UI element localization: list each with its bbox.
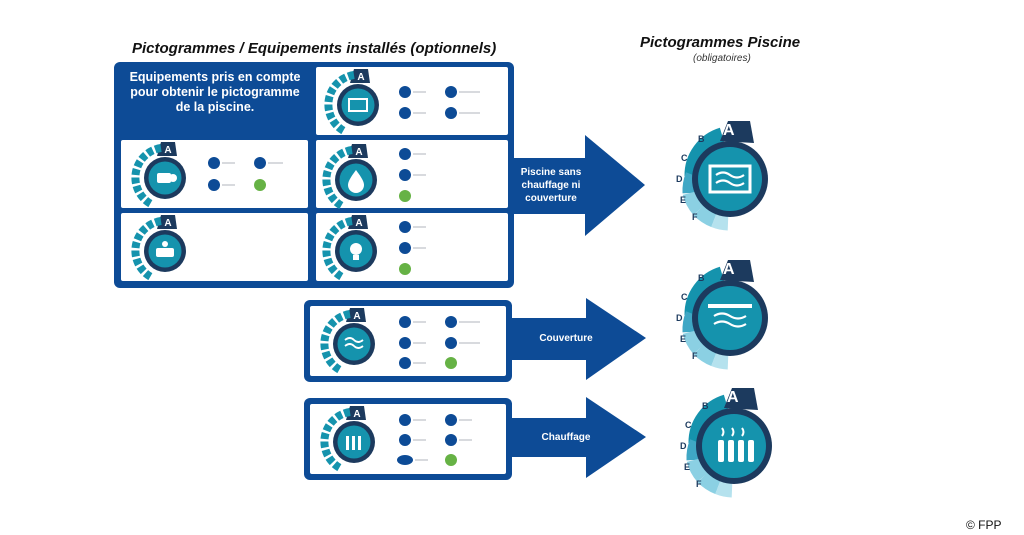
scale-letter-b: B xyxy=(698,134,705,144)
cover-slat-icon xyxy=(445,107,457,119)
scale-letter-f: F xyxy=(692,351,698,361)
night-mode-icon xyxy=(399,169,411,181)
electricity-icon xyxy=(399,148,411,160)
arrow-label-couverture: Couverture xyxy=(539,333,593,344)
scale-letter-e: E xyxy=(680,334,687,344)
scale-letter-d: D xyxy=(676,313,683,323)
scale-letter-b: B xyxy=(702,401,709,411)
scale-letter-d: D xyxy=(676,174,683,184)
cover-motor-icon xyxy=(399,107,411,119)
electricity-icon xyxy=(399,221,411,233)
night-mode-icon xyxy=(399,357,411,369)
night-mode-icon xyxy=(445,434,457,446)
temperature-icon xyxy=(399,86,411,98)
arrow-couverture xyxy=(512,298,646,380)
arrow-label-chauffage: Chauffage xyxy=(541,432,591,443)
pool-rating-badge-couverture xyxy=(690,260,768,362)
left-title: Pictogrammes / Equipements installés (op… xyxy=(132,40,497,57)
scale-letter-c: C xyxy=(681,292,688,302)
eco-label-icon xyxy=(254,179,266,191)
scale-letter-c: C xyxy=(681,153,688,163)
label-icon xyxy=(397,455,413,465)
scale-letter-f: F xyxy=(696,479,702,489)
noise-icon xyxy=(399,434,411,446)
electricity-icon xyxy=(445,414,457,426)
scale-letter-c: C xyxy=(685,420,692,430)
sensor-icon xyxy=(445,316,457,328)
arrow-chauffage xyxy=(512,397,646,478)
gauge-covered-pool-icon xyxy=(324,308,375,370)
sensor-icon xyxy=(445,86,457,98)
right-title: Pictogrammes Piscine xyxy=(640,34,801,51)
gauge-lighting-icon xyxy=(326,215,377,277)
electricity-icon xyxy=(399,337,411,349)
pool-rating-badge-plain xyxy=(690,121,768,223)
temperature-icon xyxy=(399,316,411,328)
gauge-water-treatment-icon xyxy=(326,144,377,206)
eco-label-icon xyxy=(445,357,457,369)
pool-rating-badge-chauffage xyxy=(694,388,772,490)
gauge-cover-icon xyxy=(328,69,379,131)
badge-letter-a: A xyxy=(727,389,739,406)
eco-label-icon xyxy=(399,190,411,202)
scale-letter-f: F xyxy=(692,212,698,222)
arrow-label-sans-chauffage: Piscine sans chauffage ni couverture xyxy=(520,167,582,204)
eco-label-icon xyxy=(399,263,411,275)
intro-text: Equipements pris en compte pour obtenir … xyxy=(129,70,301,114)
scale-letter-e: E xyxy=(684,462,691,472)
gauge-pump-icon xyxy=(135,142,186,204)
night-mode-icon xyxy=(399,242,411,254)
badge-letter-a: A xyxy=(723,122,735,139)
badge-letter-a: A xyxy=(723,261,735,278)
electricity-icon xyxy=(208,157,220,169)
gauge-robot-icon xyxy=(135,215,186,277)
scale-letter-d: D xyxy=(680,441,687,451)
right-subtitle: (obligatoires) xyxy=(693,53,751,64)
noise-icon xyxy=(254,157,266,169)
eco-label-icon xyxy=(445,454,457,466)
heater-icon xyxy=(445,337,457,349)
arrow-sans-chauffage xyxy=(512,135,645,236)
copyright: © FPP xyxy=(966,518,1002,532)
scale-letter-e: E xyxy=(680,195,687,205)
scale-letter-b: B xyxy=(698,273,705,283)
night-mode-icon xyxy=(208,179,220,191)
gauge-heated-pool-icon xyxy=(324,406,375,468)
temperature-icon xyxy=(399,414,411,426)
